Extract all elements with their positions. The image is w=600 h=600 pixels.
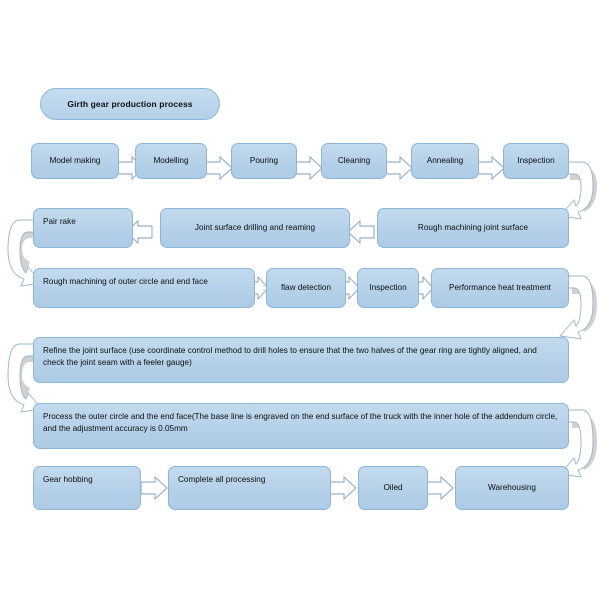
node-label: Inspection xyxy=(369,283,407,293)
node-modelling[interactable]: Modelling xyxy=(135,143,207,179)
node-process-the-outer-circle-and-the-end-face[interactable]: Process the outer circle and the end fac… xyxy=(33,403,569,449)
node-label: Pair rake xyxy=(43,217,76,226)
node-label: Model making xyxy=(49,156,101,166)
node-label: Gear hobbing xyxy=(43,475,93,484)
node-performance-heat-treatment[interactable]: Performance heat treatment xyxy=(431,268,569,308)
node-oiled[interactable]: Oiled xyxy=(358,466,428,510)
node-label: Warehousing xyxy=(488,483,536,493)
node-label: Rough machining of outer circle and end … xyxy=(43,277,208,286)
node-label: Joint surface drilling and reaming xyxy=(194,223,316,233)
node-refine-the-joint-surface[interactable]: Refine the joint surface (use coordinate… xyxy=(33,337,569,383)
node-pair-rake[interactable]: Pair rake xyxy=(33,208,133,248)
node-gear-hobbing[interactable]: Gear hobbing xyxy=(33,466,141,510)
arrow-gear-hobbing-to-complete-all-processing xyxy=(140,475,168,501)
node-rough-machining-joint-surface[interactable]: Rough machining joint surface xyxy=(377,208,569,248)
node-flaw-detection[interactable]: flaw detection xyxy=(266,268,346,308)
node-label: Refine the joint surface (use coordinate… xyxy=(43,346,537,367)
node-pouring[interactable]: Pouring xyxy=(231,143,297,179)
node-inspection-row3[interactable]: Inspection xyxy=(357,268,419,308)
node-label: Rough machining joint surface xyxy=(417,223,529,233)
node-annealing[interactable]: Annealing xyxy=(411,143,479,179)
arrow-oiled-to-warehousing xyxy=(426,475,454,501)
arrow-pouring-to-cleaning xyxy=(295,155,323,181)
node-label: Complete all processing xyxy=(178,475,266,484)
node-label: Pouring xyxy=(249,156,279,166)
node-label: flaw detection xyxy=(280,283,332,293)
arrow-rough-machining-joint-surface-to-drilling xyxy=(347,219,375,245)
node-label: Oiled xyxy=(383,483,403,493)
node-label: Inspection xyxy=(517,156,555,166)
node-label: Cleaning xyxy=(337,156,371,166)
arrow-complete-all-processing-to-oiled xyxy=(329,475,357,501)
node-label: Annealing xyxy=(426,156,464,166)
node-warehousing[interactable]: Warehousing xyxy=(455,466,569,510)
arrow-cleaning-to-annealing xyxy=(385,155,413,181)
diagram-title: Girth gear production process xyxy=(67,99,193,109)
node-complete-all-processing[interactable]: Complete all processing xyxy=(168,466,331,510)
node-label: Performance heat treatment xyxy=(449,283,551,293)
node-inspection-row1[interactable]: Inspection xyxy=(503,143,569,179)
arrow-modelling-to-pouring xyxy=(205,155,233,181)
node-joint-surface-drilling-and-reaming[interactable]: Joint surface drilling and reaming xyxy=(160,208,350,248)
diagram-title-pill: Girth gear production process xyxy=(40,88,220,120)
node-label: Modelling xyxy=(153,156,189,166)
node-label: Process the outer circle and the end fac… xyxy=(43,412,558,433)
arrow-annealing-to-inspection xyxy=(477,155,505,181)
node-model-making[interactable]: Model making xyxy=(31,143,119,179)
node-rough-machining-of-outer-circle-and-end-face[interactable]: Rough machining of outer circle and end … xyxy=(33,268,255,308)
node-cleaning[interactable]: Cleaning xyxy=(321,143,387,179)
